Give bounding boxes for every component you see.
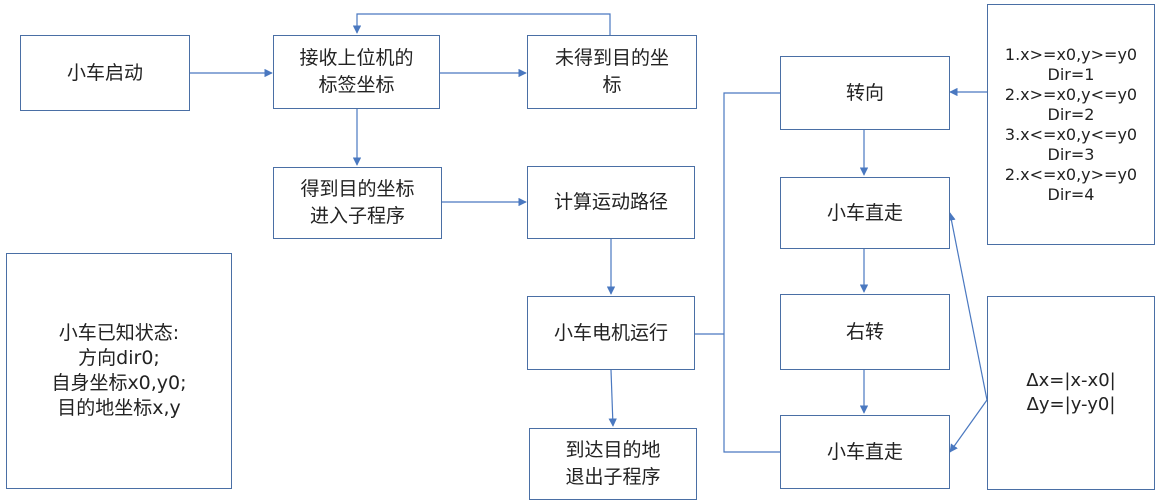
- arrow-delta-to-straight2: [949, 399, 988, 453]
- node-got-target: 得到目的坐标 进入子程序: [273, 167, 442, 239]
- arrow-notreceived-loop-back: [352, 13, 611, 35]
- delta-note: Δx=|x-x0| Δy=|y-y0|: [987, 296, 1155, 490]
- node-calc-path: 计算运动路径: [527, 166, 695, 239]
- node-motor-run: 小车电机运行: [527, 296, 695, 370]
- line-branch-to-turn: [723, 92, 780, 334]
- line-branch-to-straight2: [723, 334, 780, 453]
- node-right-turn: 右转: [780, 294, 950, 370]
- direction-rules-note: 1.x>=x0,y>=y0 Dir=1 2.x>=x0,y<=y0 Dir=2 …: [987, 4, 1155, 245]
- node-straight-1: 小车直走: [780, 177, 950, 249]
- node-receive-coordinates: 接收上位机的 标签坐标: [273, 35, 440, 109]
- node-turn: 转向: [780, 56, 950, 130]
- node-start: 小车启动: [20, 35, 190, 111]
- node-straight-2: 小车直走: [780, 415, 950, 489]
- arrow-delta-to-straight1: [947, 212, 988, 401]
- node-arrive-exit: 到达目的地 退出子程序: [529, 428, 697, 500]
- arrow-motor-to-arrive: [608, 369, 617, 427]
- node-not-received: 未得到目的坐 标: [527, 35, 697, 109]
- known-state-note: 小车已知状态: 方向dir0; 自身坐标x0,y0; 目的地坐标x,y: [6, 253, 232, 489]
